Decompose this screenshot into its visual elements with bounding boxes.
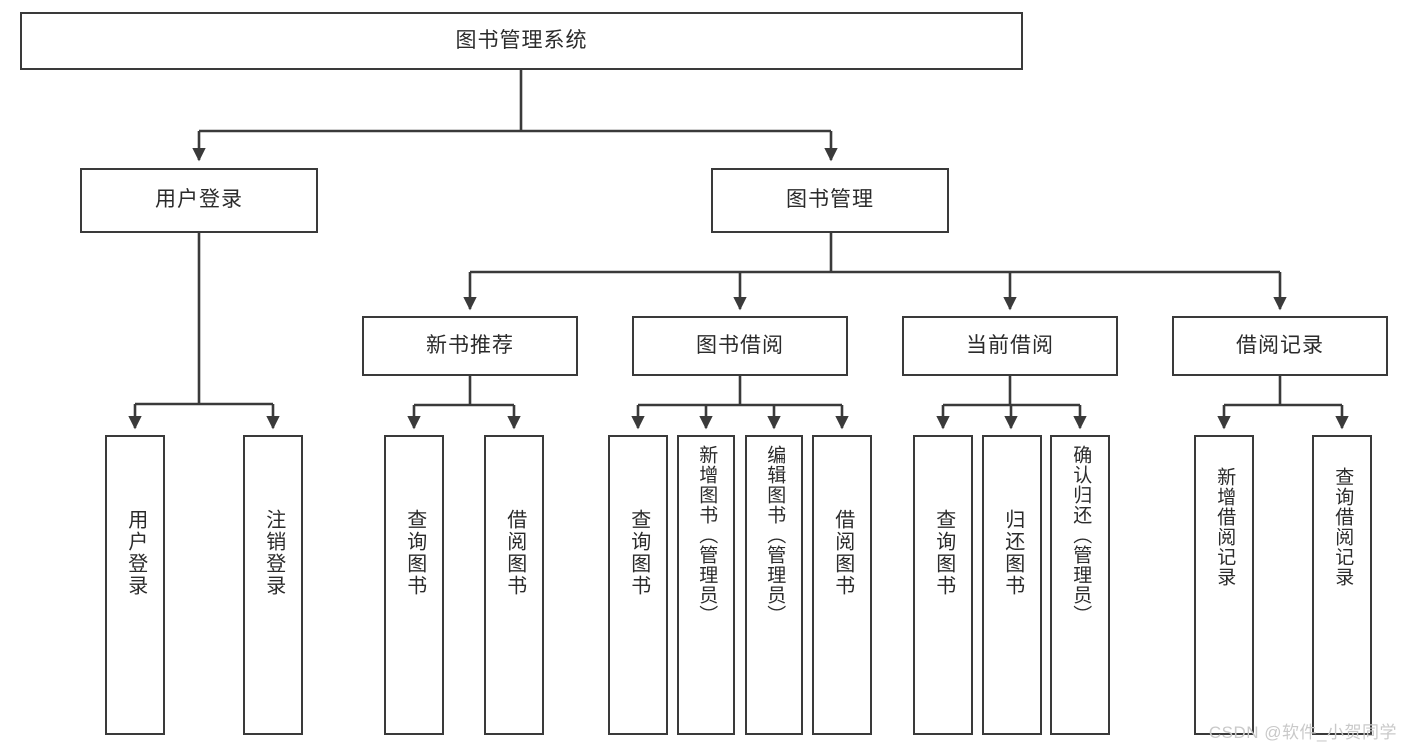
leaf-query-book-1[interactable]: 查询图书 [384,435,444,735]
node-current-borrow[interactable]: 当前借阅 [902,316,1118,376]
leaf-confirm-return-label: 确认归还（管理员） [1070,445,1092,625]
leaf-borrow-book-2[interactable]: 借阅图书 [812,435,872,735]
leaf-return-book-label: 归还图书 [1001,509,1024,597]
leaf-edit-book[interactable]: 编辑图书（管理员） [745,435,803,735]
node-root-label: 图书管理系统 [455,28,588,52]
leaf-user-logout[interactable]: 注销登录 [243,435,303,735]
leaf-borrow-book-1-label: 借阅图书 [503,509,526,597]
node-book-manage-label: 图书管理 [786,188,874,212]
leaf-query-book-2[interactable]: 查询图书 [608,435,668,735]
leaf-confirm-return[interactable]: 确认归还（管理员） [1050,435,1110,735]
leaf-edit-book-label: 编辑图书（管理员） [764,445,786,625]
node-root[interactable]: 图书管理系统 [20,12,1023,70]
leaf-borrow-book-2-label: 借阅图书 [831,509,854,597]
leaf-user-login-label: 用户登录 [124,509,147,597]
watermark-text: CSDN @软件_小贺同学 [1208,723,1397,742]
leaf-query-record-label: 查询借阅记录 [1332,467,1354,587]
leaf-query-book-3-label: 查询图书 [932,509,955,597]
node-user-login[interactable]: 用户登录 [80,168,318,233]
leaf-return-book[interactable]: 归还图书 [982,435,1042,735]
leaf-query-record[interactable]: 查询借阅记录 [1312,435,1372,735]
leaf-query-book-3[interactable]: 查询图书 [913,435,973,735]
node-book-borrow[interactable]: 图书借阅 [632,316,848,376]
node-book-borrow-label: 图书借阅 [696,333,784,357]
node-borrow-record-label: 借阅记录 [1236,333,1324,357]
leaf-query-book-2-label: 查询图书 [627,509,650,597]
node-user-login-label: 用户登录 [155,188,243,212]
leaf-query-book-1-label: 查询图书 [403,509,426,597]
node-borrow-record[interactable]: 借阅记录 [1172,316,1388,376]
leaf-user-login[interactable]: 用户登录 [105,435,165,735]
node-new-book-rec-label: 新书推荐 [426,333,514,357]
node-current-borrow-label: 当前借阅 [966,333,1054,357]
leaf-add-book-label: 新增图书（管理员） [696,445,718,625]
leaf-borrow-book-1[interactable]: 借阅图书 [484,435,544,735]
leaf-add-book[interactable]: 新增图书（管理员） [677,435,735,735]
node-new-book-rec[interactable]: 新书推荐 [362,316,578,376]
node-book-manage[interactable]: 图书管理 [711,168,949,233]
leaf-user-logout-label: 注销登录 [262,509,285,597]
leaf-add-record[interactable]: 新增借阅记录 [1194,435,1254,735]
leaf-add-record-label: 新增借阅记录 [1214,467,1236,587]
